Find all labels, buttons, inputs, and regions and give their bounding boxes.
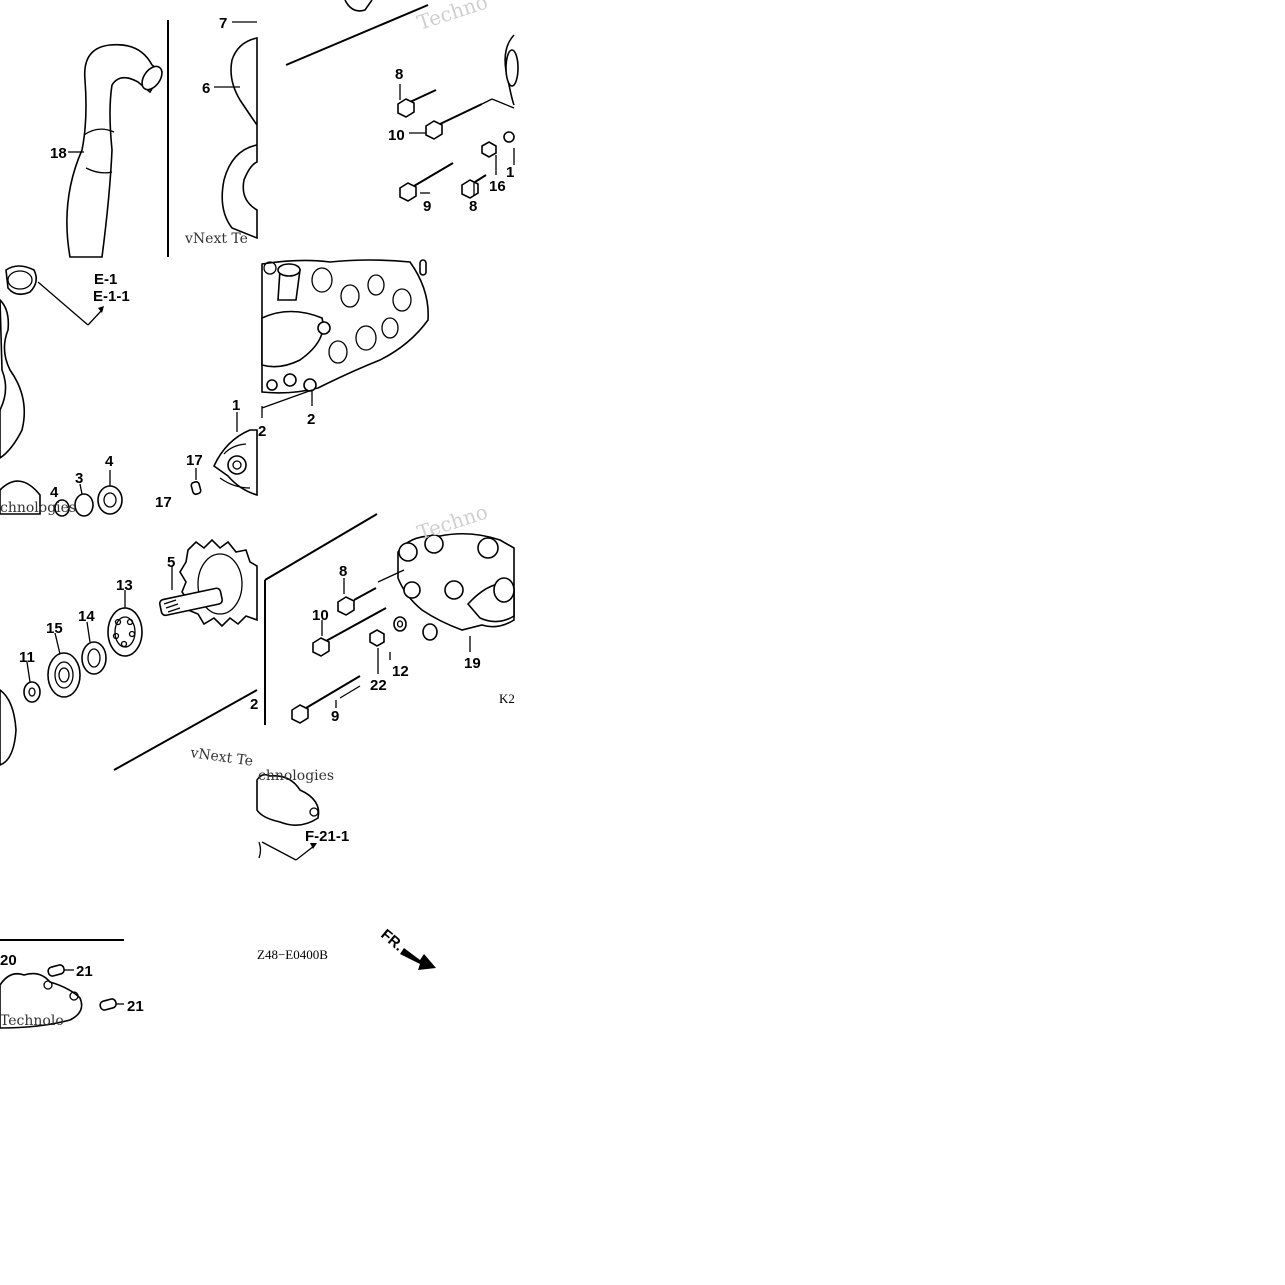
watermark: vNext Te	[188, 745, 254, 770]
ref-e-1: E-1	[94, 271, 117, 288]
ref-e-1-1: E-1-1	[93, 288, 130, 305]
pin-17	[190, 481, 202, 495]
callout-22: 22	[370, 677, 387, 694]
hose-6	[221, 37, 258, 240]
washer-12	[393, 616, 407, 632]
callout-2: 2	[250, 696, 258, 713]
callout-8b: 8	[469, 198, 477, 215]
bearing-13	[107, 607, 143, 657]
callout-3: 3	[75, 470, 83, 487]
seal-14	[81, 641, 107, 675]
hose-lower	[0, 298, 26, 459]
watermark: vNext Te	[184, 231, 248, 247]
callout-14: 14	[78, 608, 95, 625]
callout-16: 16	[489, 178, 506, 195]
front-direction-arrow: FR.	[377, 926, 436, 970]
callout-10: 10	[388, 127, 405, 144]
callout-8: 8	[395, 66, 403, 83]
dowel-21a	[47, 964, 65, 977]
gear-5	[179, 538, 258, 628]
callout-7: 7	[219, 15, 227, 32]
water-pump-housing-19	[377, 532, 515, 641]
bolt-9	[399, 162, 454, 202]
bolt-22	[369, 629, 385, 647]
callout-8: 8	[339, 563, 347, 580]
washer-11	[23, 681, 41, 703]
tile-cover: F-21-1 chnologies	[256, 768, 349, 861]
bearing-15	[47, 652, 81, 698]
bolt-8-top	[397, 89, 437, 118]
callout-9: 9	[423, 198, 431, 215]
watermark: chnologies	[0, 500, 76, 516]
callout-4b: 4	[50, 484, 59, 501]
arrow-icon	[400, 948, 436, 970]
callout-6: 6	[202, 80, 210, 97]
callout-21: 21	[76, 963, 93, 980]
watermark: Technolo	[0, 1013, 64, 1029]
tile-impeller: E-1 E-1-1 1 4 3 4 17 17 chnologies	[0, 265, 258, 517]
seal-4	[97, 485, 123, 515]
tile-housing: 8 10 12 22 19 9 K2 Techno	[264, 499, 515, 725]
tile-dowels: 20 21 21 Technolo	[0, 939, 144, 1029]
callout-20: 20	[0, 952, 17, 969]
callout-2b: 2	[307, 411, 315, 428]
callout-2: 2	[258, 423, 266, 440]
diagram-code-fragment: K2	[499, 691, 515, 706]
callout-9: 9	[331, 708, 339, 725]
tile-legend: Z48−E0400B FR.	[257, 926, 436, 970]
callout-15: 15	[46, 620, 63, 637]
cylinder-gasket	[261, 259, 429, 394]
callout-19: 19	[464, 655, 481, 672]
callout-13: 13	[116, 577, 133, 594]
callout-17b: 17	[155, 494, 172, 511]
callout-12: 12	[392, 663, 409, 680]
hose-18	[66, 43, 164, 258]
bolt-10	[425, 103, 483, 140]
tile-shaft: 5 13 15 14 11 2 vNext Te	[0, 538, 258, 771]
shaft-5	[158, 587, 224, 617]
bolt-8	[337, 587, 377, 616]
tile-bolts: 8 10 16 1 9 8 Techno	[285, 0, 519, 215]
bolt-10	[312, 607, 387, 657]
callout-1: 1	[506, 164, 514, 181]
callout-10: 10	[312, 607, 329, 624]
callout-5: 5	[167, 554, 175, 571]
bolt-9	[291, 675, 361, 724]
callout-17: 17	[186, 452, 203, 469]
callout-4: 4	[105, 453, 114, 470]
tile-gasket: 2 2	[258, 259, 429, 440]
tile-hoses: 7 6 18 vNext Te	[50, 15, 258, 258]
callout-1: 1	[232, 397, 240, 414]
impeller-1	[212, 429, 258, 497]
callout-21b: 21	[127, 998, 144, 1015]
diagram-code: Z48−E0400B	[257, 947, 328, 962]
dowel-21b	[99, 998, 117, 1011]
callout-18: 18	[50, 145, 67, 162]
ref-f-21-1: F-21-1	[305, 828, 349, 845]
watermark: chnologies	[258, 768, 334, 784]
callout-11: 11	[19, 649, 35, 666]
